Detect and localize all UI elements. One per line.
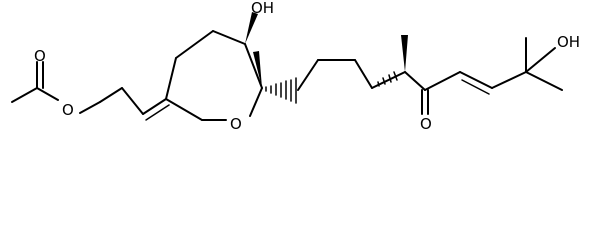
bond-terminal-hydroxyl (525, 47, 556, 73)
molecule-structure: OH O O O O OH (11, 0, 580, 133)
bond-ring-c4-c5 (175, 30, 214, 59)
bond-exocyclic-double-2 (145, 104, 170, 121)
bond-ring-c5-c6 (212, 30, 246, 45)
bond-ring-c2-c3 (165, 98, 203, 121)
bond-alkene-2 (461, 79, 490, 95)
atom-labels: OH O O O O OH (34, 0, 580, 133)
hash-c5-stereo (377, 71, 398, 87)
wedge-c7-methyl (253, 51, 262, 88)
bond-ring-c7-o (249, 87, 263, 117)
wedge-c6-hydroxyl (245, 12, 258, 44)
wedge-c5-methyl (401, 35, 408, 72)
bond-chain-3 (354, 59, 373, 89)
label-ester-oxygen: O (62, 101, 74, 119)
bond-acetyl-methyl (11, 87, 38, 103)
bond-ring-c6-c7 (244, 43, 263, 89)
bond-exocyclic-double (142, 98, 167, 115)
bond-chain-6 (424, 71, 461, 91)
label-ketone-oxygen: O (420, 115, 432, 133)
label-hydroxyl-ring: OH (251, 0, 274, 17)
label-ring-oxygen: O (230, 115, 242, 133)
ring-substituents (245, 12, 297, 104)
hash-c7-sidechain (265, 77, 297, 104)
bond-alkene (459, 71, 493, 89)
bond-terminal-methyl-2 (525, 71, 563, 91)
bond-acetyl-ester (36, 87, 59, 101)
bond-ch2-ch2 (99, 87, 123, 103)
label-hydroxyl-terminal: OH (557, 33, 580, 51)
bond-chain-7 (491, 71, 527, 89)
bond-chain-4 (371, 71, 406, 89)
oxepane-ring (165, 30, 263, 121)
bond-chain-1 (297, 59, 319, 91)
bond-ester-ch2 (79, 101, 101, 114)
bond-ring-c3-c4 (165, 57, 177, 100)
acetate-group (11, 61, 170, 121)
label-ester-carbonyl-oxygen: O (34, 47, 46, 65)
bond-chain-5 (404, 71, 426, 91)
bond-ch2-vinyl (121, 87, 144, 115)
side-chain (297, 35, 563, 115)
